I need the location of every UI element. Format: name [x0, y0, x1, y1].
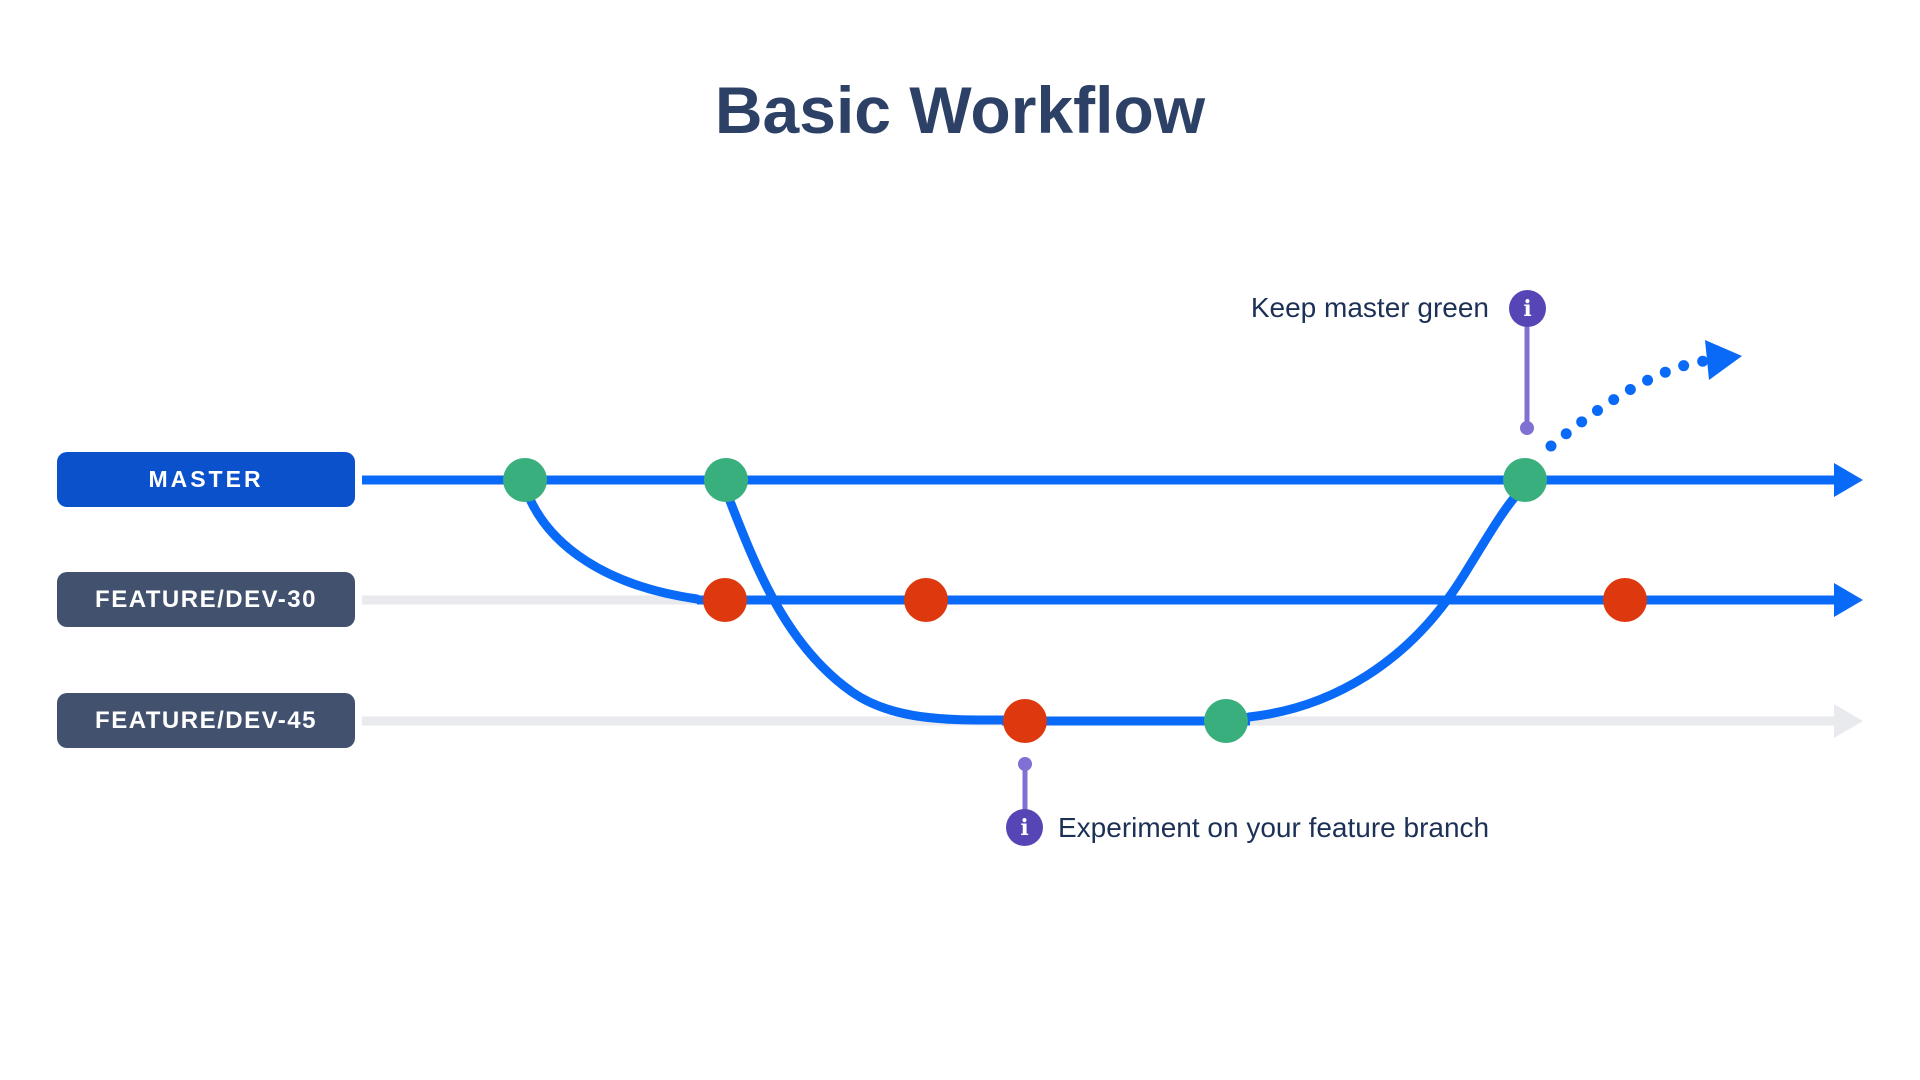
commit-dot-green: [704, 458, 748, 502]
branch-badge-feature-dev-45: FEATURE/DEV-45: [57, 693, 355, 748]
dotted-future-curve: [1545, 354, 1720, 452]
dotted-future-arrowhead-icon: [1705, 340, 1742, 380]
info-icon: i: [1006, 809, 1043, 846]
commit-dot-red: [703, 578, 747, 622]
commit-dot-green: [1503, 458, 1547, 502]
commit-dot-red: [1603, 578, 1647, 622]
branch-badge-master: MASTER: [57, 452, 355, 507]
feature-dev-45-arrowhead-icon: [1834, 704, 1863, 738]
commit-dot-red: [904, 578, 948, 622]
commits-layer: [503, 458, 1647, 743]
branch-curve-master-to-dev30: [524, 492, 702, 604]
annotation-keep-master-green: Keep master green: [1250, 292, 1489, 323]
page-title: Basic Workflow: [714, 73, 1206, 147]
keep-master-green-stem-dot: [1520, 421, 1534, 435]
branch-label-feature-dev-45: FEATURE/DEV-45: [95, 706, 317, 734]
branch-label-master: MASTER: [148, 466, 264, 492]
master-arrowhead-icon: [1834, 463, 1863, 497]
merge-curve-dev45-to-master: [1244, 485, 1526, 722]
info-icon-glyph: i: [1523, 295, 1532, 322]
commit-dot-green: [1204, 699, 1248, 743]
experiment-stem-dot: [1018, 757, 1032, 771]
branch-label-feature-dev-30: FEATURE/DEV-30: [95, 585, 317, 613]
branch-curve-master-to-dev45: [723, 491, 1009, 725]
annotation-experiment-on-feature-branch: Experiment on your feature branch: [1058, 812, 1490, 843]
info-icon-glyph: i: [1020, 814, 1029, 841]
commit-dot-red: [1003, 699, 1047, 743]
branch-badge-feature-dev-30: FEATURE/DEV-30: [57, 572, 355, 627]
info-icon: i: [1509, 290, 1546, 327]
feature-dev-30-arrowhead-icon: [1834, 583, 1863, 617]
commit-dot-green: [503, 458, 547, 502]
